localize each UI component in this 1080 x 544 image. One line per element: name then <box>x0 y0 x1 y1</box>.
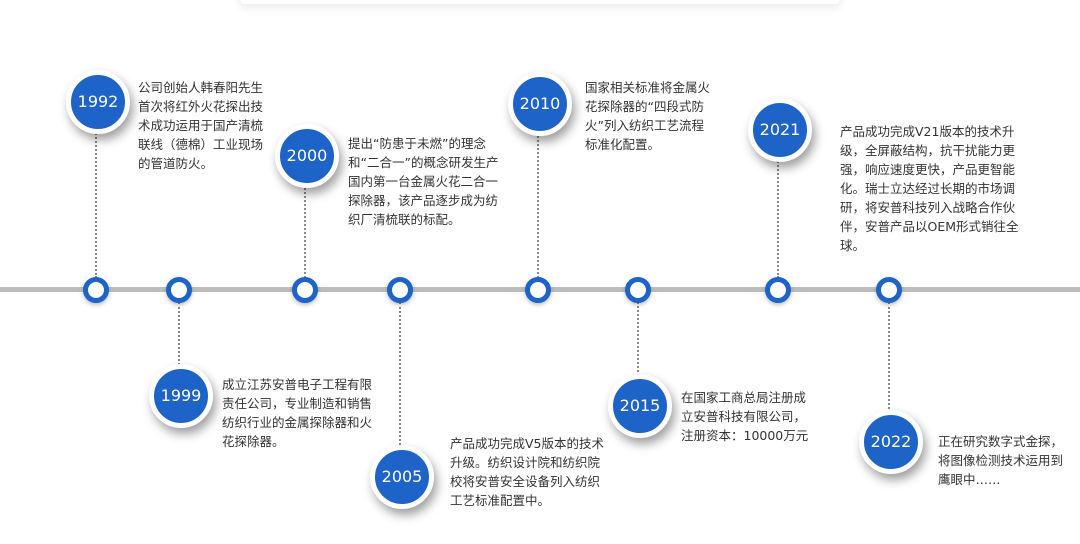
timeline-node-2022 <box>876 277 902 303</box>
timeline-node-2000 <box>292 277 318 303</box>
year-badge-2005: 2005 <box>370 445 434 509</box>
event-description-2010: 国家相关标准将金属火花探除器的“四段式防火”列入纺织工艺流程标准化配置。 <box>585 80 711 152</box>
connector-2021 <box>777 154 779 278</box>
timeline-node-2021 <box>765 277 791 303</box>
event-description-2022: 正在研究数字式金探，将图像检测技术运用到鹰眼中…… <box>938 434 1064 487</box>
connector-1999 <box>178 302 180 369</box>
top-panel-edge <box>240 0 840 4</box>
event-description-2021: 产品成功完成V21版本的技术升级，全屏蔽结构，抗干扰能力更强，响应速度更快，产品… <box>840 124 1019 253</box>
timeline-node-2010 <box>525 277 551 303</box>
connector-2000 <box>304 180 306 278</box>
connector-2015 <box>637 302 639 376</box>
year-badge-2021: 2021 <box>748 98 812 162</box>
timeline-node-2015 <box>625 277 651 303</box>
event-description-2005: 产品成功完成V5版本的技术升级。纺织设计院和纺织院校将安普安全设备列入纺织工艺标… <box>450 436 605 508</box>
connector-2010 <box>537 128 539 278</box>
timeline-node-2005 <box>387 277 413 303</box>
event-description-2000: 提出“防患于未燃”的理念和“二合一”的概念研发生产国内第一台金属火花二合一探除器… <box>348 136 499 227</box>
event-description-2015: 在国家工商总局注册成立安普科技有限公司，注册资本：10000万元 <box>681 390 809 443</box>
year-badge-2010: 2010 <box>508 72 572 136</box>
year-badge-2000: 2000 <box>275 124 339 188</box>
event-description-1992: 公司创始人韩春阳先生首次将红外火花探出技术成功运用于国产清梳联线（德棉）工业现场… <box>138 80 264 171</box>
year-badge-1999: 1999 <box>149 364 213 428</box>
year-badge-1992: 1992 <box>66 70 130 134</box>
timeline-node-1992 <box>83 277 109 303</box>
timeline-node-1999 <box>166 277 192 303</box>
event-description-1999: 成立江苏安普电子工程有限责任公司，专业制造和销售纺织行业的金属探除器和火花探除器… <box>222 377 373 449</box>
connector-1992 <box>95 126 97 278</box>
connector-2022 <box>888 302 890 413</box>
year-badge-2022: 2022 <box>859 410 923 474</box>
year-badge-2015: 2015 <box>608 374 672 438</box>
connector-2005 <box>399 302 401 445</box>
